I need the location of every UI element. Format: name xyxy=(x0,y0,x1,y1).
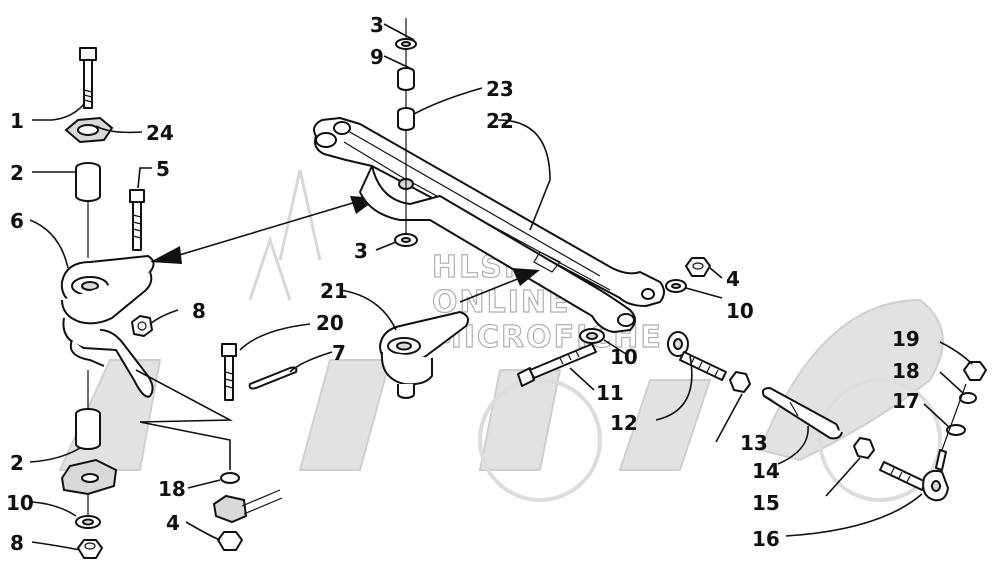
arrow-right xyxy=(459,268,540,303)
bolt-part-11 xyxy=(517,343,597,387)
callout-2-lower: 2 xyxy=(10,451,24,475)
bolt-part-20 xyxy=(221,343,237,401)
bushing-part-2-lower xyxy=(75,408,101,450)
callout-7: 7 xyxy=(332,341,346,365)
callout-2-upper: 2 xyxy=(10,161,24,185)
nut-part-4-bottom xyxy=(217,531,243,551)
callout-11: 11 xyxy=(596,381,624,405)
callout-22: 22 xyxy=(486,109,514,133)
leader-lines xyxy=(29,23,973,551)
callout-4-bottom: 4 xyxy=(166,511,180,535)
bushing-part-2-upper xyxy=(75,162,101,202)
callout-10-right: 10 xyxy=(726,299,754,323)
callout-5: 5 xyxy=(156,157,170,181)
rod-end-part-12 xyxy=(667,331,727,381)
washer-part-18-right xyxy=(959,392,977,404)
callout-1: 1 xyxy=(10,109,24,133)
callout-15: 15 xyxy=(752,491,780,515)
idler-part-21 xyxy=(379,311,469,399)
callout-8-upper: 8 xyxy=(192,299,206,323)
callout-20: 20 xyxy=(316,311,344,335)
support-plate xyxy=(60,458,118,496)
sleeve-part-14 xyxy=(761,387,843,440)
rod-end-part-16 xyxy=(879,449,949,502)
callout-8-lower: 8 xyxy=(10,531,24,555)
callout-18-right: 18 xyxy=(892,359,920,383)
callout-4-right: 4 xyxy=(726,267,740,291)
washer-part-24 xyxy=(64,116,114,144)
callout-21: 21 xyxy=(320,279,348,303)
washer-part-17 xyxy=(946,424,966,436)
callout-24: 24 xyxy=(146,121,174,145)
nut-part-19 xyxy=(963,361,987,381)
callout-3-bottom: 3 xyxy=(354,239,368,263)
callout-17: 17 xyxy=(892,389,920,413)
nut-part-13 xyxy=(729,371,751,393)
nut-part-8-lower xyxy=(77,539,103,559)
callout-23: 23 xyxy=(486,77,514,101)
nut-part-4-right xyxy=(685,257,711,277)
callout-6: 6 xyxy=(10,209,24,233)
bushing-part-23 xyxy=(397,107,415,131)
callout-18-left: 18 xyxy=(158,477,186,501)
callout-19: 19 xyxy=(892,327,920,351)
spacer-part-9 xyxy=(397,67,415,91)
cotter-pin-part-7 xyxy=(248,366,298,390)
callout-16: 16 xyxy=(752,527,780,551)
callout-12: 12 xyxy=(610,411,638,435)
nut-part-8-upper xyxy=(131,315,153,337)
callout-14: 14 xyxy=(752,459,780,483)
washer-part-18-left xyxy=(220,472,240,484)
callout-13: 13 xyxy=(740,431,768,455)
swing-arm-part-22 xyxy=(313,117,665,333)
nut-part-15 xyxy=(853,437,875,459)
idler-arm-part-6 xyxy=(60,255,155,398)
callout-9: 9 xyxy=(370,45,384,69)
bolt-part-5 xyxy=(129,189,145,251)
bolt-part-1 xyxy=(79,47,97,109)
callout-3-top: 3 xyxy=(370,13,384,37)
callout-10-mid: 10 xyxy=(610,345,638,369)
callout-10-left: 10 xyxy=(6,491,34,515)
